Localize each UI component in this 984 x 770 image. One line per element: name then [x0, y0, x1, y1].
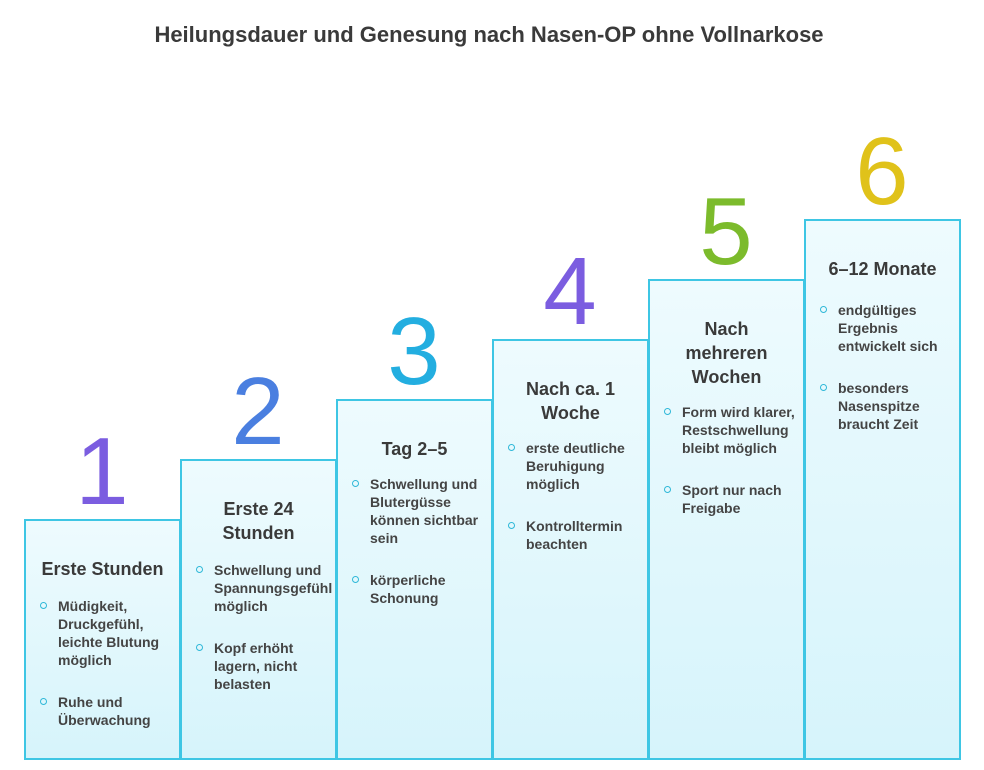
- bullet-circle-icon: [508, 444, 515, 451]
- bullet-circle-icon: [352, 576, 359, 583]
- step-2-title: Erste 24 Stunden: [222, 499, 295, 543]
- list-item: Schwellung und Blutergüsse können sichtb…: [352, 475, 485, 547]
- step-2-box: Erste 24 Stunden Schwellung und Spannung…: [180, 459, 337, 760]
- step-1-bullets: Müdigkeit, Druckgefühl, leichte Blutung …: [26, 597, 179, 729]
- bullet-circle-icon: [352, 480, 359, 487]
- list-item: Ruhe und Überwachung: [40, 693, 173, 729]
- step-2-number: 2: [231, 358, 285, 465]
- step-4-title: Nach ca. 1 Woche: [525, 379, 616, 423]
- step-5-title: Nach mehreren Wochen: [685, 319, 768, 387]
- list-item: Schwellung und Spannungsgefühl möglich: [196, 561, 332, 615]
- bullet-circle-icon: [664, 486, 671, 493]
- step-6-number: 6: [855, 118, 909, 225]
- step-3-box: Tag 2–5 Schwellung und Blutergüsse könne…: [336, 399, 493, 760]
- list-item: Kopf erhöht lagern, nicht belasten: [196, 639, 329, 693]
- step-6-title: 6–12 Monate: [828, 259, 937, 279]
- bullet-circle-icon: [508, 522, 515, 529]
- step-1-number: 1: [75, 418, 129, 525]
- step-1-title: Erste Stunden: [41, 559, 164, 579]
- step-6-bullets: endgültiges Ergebnis entwickelt sich bes…: [806, 301, 959, 433]
- list-item: endgültiges Ergebnis entwickelt sich: [820, 301, 953, 355]
- step-1-box: Erste Stunden Müdigkeit, Druckgefühl, le…: [24, 519, 181, 760]
- bullet-circle-icon: [196, 644, 203, 651]
- list-item: Kontrolltermin beachten: [508, 517, 641, 553]
- list-item: besonders Nasenspitze braucht Zeit: [820, 379, 953, 433]
- step-4-box: Nach ca. 1 Woche erste deutliche Beruhig…: [492, 339, 649, 760]
- list-item: Form wird klarer, Restschwellung bleibt …: [664, 403, 797, 457]
- list-item: Müdigkeit, Druckgefühl, leichte Blutung …: [40, 597, 173, 669]
- bullet-circle-icon: [40, 698, 47, 705]
- bullet-circle-icon: [820, 306, 827, 313]
- step-5-number: 5: [699, 178, 753, 285]
- bullet-circle-icon: [664, 408, 671, 415]
- step-5-box: Nach mehreren Wochen Form wird klarer, R…: [648, 279, 805, 760]
- step-3-number: 3: [387, 298, 441, 405]
- step-4-number: 4: [543, 238, 597, 345]
- page-title: Heilungsdauer und Genesung nach Nasen-OP…: [154, 22, 824, 47]
- list-item: Sport nur nach Freigabe: [664, 481, 797, 517]
- step-4-bullets: erste deutliche Beruhigung möglich Kontr…: [494, 439, 647, 553]
- bullet-circle-icon: [196, 566, 203, 573]
- step-3-bullets: Schwellung und Blutergüsse können sichtb…: [338, 475, 491, 607]
- step-3-title: Tag 2–5: [381, 439, 448, 459]
- bullet-circle-icon: [820, 384, 827, 391]
- step-2-bullets: Schwellung und Spannungsgefühl möglich K…: [182, 561, 335, 693]
- list-item: erste deutliche Beruhigung möglich: [508, 439, 641, 493]
- step-6-box: 6–12 Monate endgültiges Ergebnis entwick…: [804, 219, 961, 760]
- bullet-circle-icon: [40, 602, 47, 609]
- list-item: körperliche Schonung: [352, 571, 485, 607]
- step-5-bullets: Form wird klarer, Restschwellung bleibt …: [650, 403, 803, 517]
